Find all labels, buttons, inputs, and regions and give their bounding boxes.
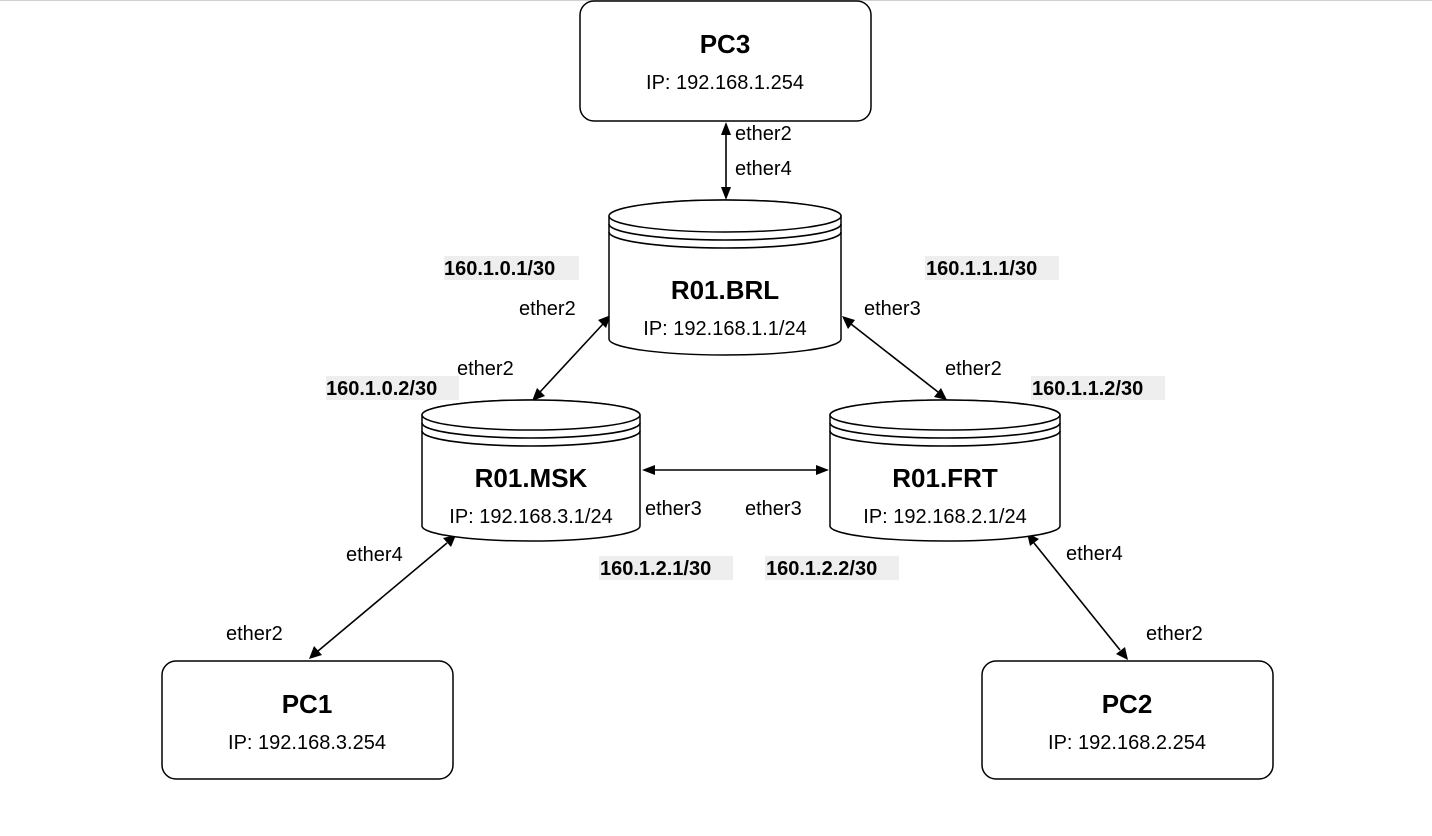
subnet-label-msk-frt-a: 160.1.2.1/30 [600,558,711,580]
port-label-brl-ether2: ether2 [519,298,576,320]
node-pc3[interactable]: PC3 IP: 192.168.1.254 [579,0,872,122]
port-label-pc1-ether2: ether2 [226,623,283,645]
subnet-label-brl-frt-b: 160.1.1.2/30 [1032,378,1143,400]
link-msk-frt [642,465,829,475]
port-label-frt-ether3: ether3 [745,498,802,520]
subnet-label-msk-frt-b: 160.1.2.2/30 [766,558,877,580]
subnet-label-brl-msk-b: 160.1.0.2/30 [326,378,437,400]
port-label-frt-ether4: ether4 [1066,543,1123,565]
subnet-label-brl-msk-a: 160.1.0.1/30 [444,258,555,280]
pc3-ip: IP: 192.168.1.254 [646,72,804,94]
link-brl-msk [532,315,611,401]
pc2-ip: IP: 192.168.2.254 [1048,732,1206,754]
port-label-brl-ether4: ether4 [735,158,792,180]
node-pc1[interactable]: PC1 IP: 192.168.3.254 [161,660,454,780]
link-brl-frt [842,316,947,400]
r01-frt-title: R01.FRT [892,463,998,493]
port-label-pc2-ether2: ether2 [1146,623,1203,645]
pc1-title: PC1 [282,689,333,719]
pc1-box [161,660,454,780]
port-label-msk-ether2: ether2 [457,358,514,380]
port-label-frt-ether2: ether2 [945,358,1002,380]
pc1-ip: IP: 192.168.3.254 [228,732,386,754]
port-label-pc3-ether2: ether2 [735,123,792,145]
subnet-label-brl-frt-a: 160.1.1.1/30 [926,258,1037,280]
r01-msk-ip: IP: 192.168.3.1/24 [449,506,612,528]
node-pc2[interactable]: PC2 IP: 192.168.2.254 [981,660,1274,780]
pc3-box [579,0,872,122]
pc2-box [981,660,1274,780]
node-r01-frt[interactable]: R01.FRT IP: 192.168.2.1/24 [829,399,1061,542]
port-label-msk-ether3: ether3 [645,498,702,520]
r01-frt-ip: IP: 192.168.2.1/24 [863,506,1026,528]
port-label-brl-ether3: ether3 [864,298,921,320]
pc2-title: PC2 [1102,689,1153,719]
r01-brl-ip: IP: 192.168.1.1/24 [643,318,806,340]
node-r01-msk[interactable]: R01.MSK IP: 192.168.3.1/24 [421,399,641,542]
node-r01-brl[interactable]: R01.BRL IP: 192.168.1.1/24 [608,199,842,356]
r01-brl-title: R01.BRL [671,275,779,305]
link-msk-pc1 [309,535,456,659]
port-label-msk-ether4: ether4 [346,544,403,566]
r01-msk-title: R01.MSK [475,463,588,493]
pc3-title: PC3 [700,29,751,59]
link-pc3-brl [721,122,731,200]
